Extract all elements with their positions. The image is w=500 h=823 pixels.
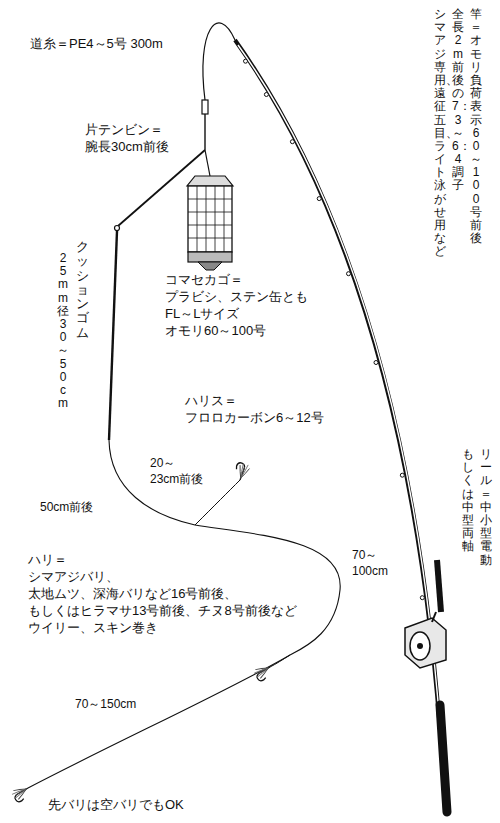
swivel xyxy=(202,100,208,114)
rod-guide xyxy=(420,596,424,600)
rod-label: 全長2m前後の7：3～6：4調子 xyxy=(452,8,464,193)
rod-guide xyxy=(264,93,268,97)
reel-label: もしくは中型両軸 xyxy=(462,448,474,554)
hook-fly xyxy=(11,784,32,804)
rod-label: シマアジ専用、遠征五目、ライト泳がせ用など xyxy=(434,8,446,259)
rod-guide xyxy=(347,272,351,276)
komase-cage xyxy=(187,176,233,270)
reel-label: リール＝中小型電動 xyxy=(480,448,492,567)
cushion-rubber xyxy=(109,231,117,440)
rod-guide xyxy=(244,59,248,63)
dimension: 20～ 23cm前後 xyxy=(150,456,203,487)
rod-guides xyxy=(244,59,425,600)
main-line-label: 道糸＝PE4～5号 300m xyxy=(30,36,163,53)
end-hook-note: 先バリは空バリでもOK xyxy=(48,797,184,814)
rod-guide xyxy=(317,197,321,201)
hook-fly xyxy=(232,461,250,481)
dimension: 70～ 100cm xyxy=(352,548,388,579)
rod xyxy=(235,40,445,810)
harisu xyxy=(28,440,340,788)
main-line xyxy=(203,23,235,100)
reel xyxy=(405,612,446,668)
rod-guide xyxy=(400,473,404,477)
harisu-label: ハリス＝ フロロカーボン6～12号 xyxy=(185,393,324,427)
rod-guide xyxy=(374,361,378,365)
rod-inner xyxy=(238,45,445,805)
cage-label: コマセカゴ＝ プラビシ、ステン缶とも FL～Lサイズ オモリ60～100号 xyxy=(165,272,308,340)
dropper xyxy=(270,655,290,667)
tenbin-label: 片テンビン＝ 腕長30cm前後 xyxy=(85,122,169,156)
dropper xyxy=(195,480,240,525)
rod-guide xyxy=(290,140,294,144)
cushion-size: 25mm径 30～50cm xyxy=(57,252,69,410)
hook-label: ハリ＝ シマアジバリ、 太地ムツ、深海バリなど16号前後、 もしくはヒラマサ13… xyxy=(28,552,297,636)
tenbin-shaft xyxy=(204,114,205,150)
dimension: 70～150cm xyxy=(75,697,136,713)
cushion-label: クッションゴム xyxy=(76,240,89,340)
rod-label: 竿＝オモリ負荷表示60～100号前後 xyxy=(470,8,482,245)
hook-fly xyxy=(253,663,274,683)
dimension: 50cm前後 xyxy=(40,500,93,516)
fore-grip xyxy=(437,560,441,612)
rod-grip xyxy=(440,705,447,812)
